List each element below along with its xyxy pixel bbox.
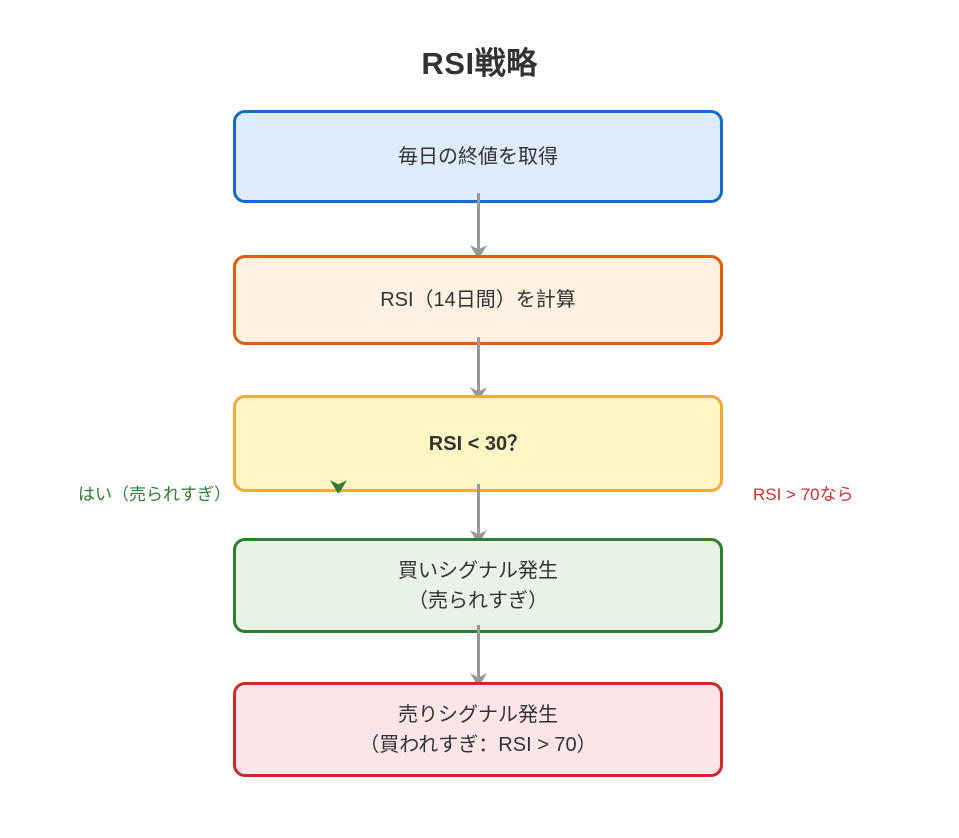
node-decision-rsi-below-30: RSI < 30？: [233, 395, 723, 492]
page-title: RSI戦略: [421, 46, 538, 81]
yes-arrow-down-icon: [330, 480, 347, 493]
node-buy-signal: 買いシグナル発生 （売られすぎ）: [233, 538, 723, 633]
arrow-down-icon: [470, 530, 487, 543]
node-calc-rsi: RSI（14日間）を計算: [233, 255, 723, 345]
node-label: 買いシグナル発生: [398, 559, 558, 582]
arrow-down-icon: [470, 673, 487, 686]
arrow-down-icon: [470, 387, 487, 400]
node-label: 売りシグナル発生: [398, 703, 558, 726]
edge-line-1: [477, 193, 480, 257]
node-sell-signal: 売りシグナル発生 （買われすぎ：RSI > 70）: [233, 682, 723, 777]
edge-line-2: [477, 337, 480, 399]
node-label: RSI < 30？: [428, 432, 528, 455]
node-sublabel: （売られすぎ）: [408, 589, 548, 612]
node-sublabel: （買われすぎ：RSI > 70）: [359, 733, 597, 756]
edge-label-yes: はい（売られすぎ）: [78, 485, 231, 504]
node-label: 毎日の終値を取得: [398, 145, 558, 168]
arrow-down-icon: [470, 245, 487, 258]
node-label: RSI（14日間）を計算: [380, 289, 576, 311]
node-get-daily-close: 毎日の終値を取得: [233, 110, 723, 203]
edge-label-no: RSI > 70なら: [753, 485, 854, 504]
edge-line-3: [477, 484, 480, 542]
edge-line-4: [477, 625, 480, 685]
